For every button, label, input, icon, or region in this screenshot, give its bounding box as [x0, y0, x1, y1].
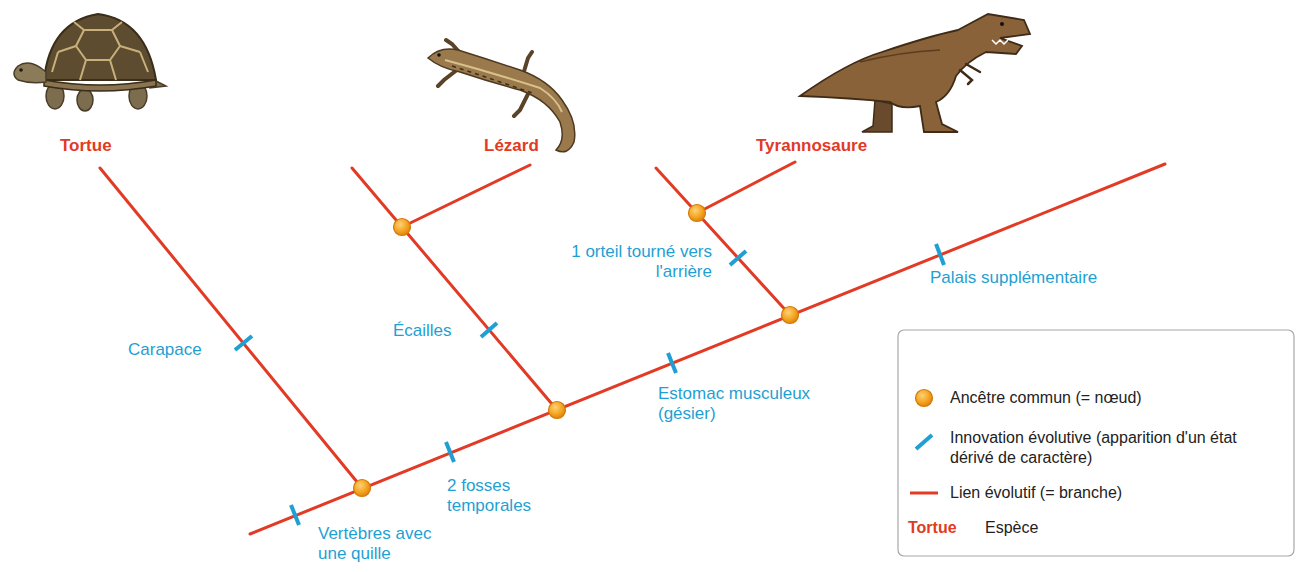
- innovation-tick: [481, 323, 497, 337]
- species-name: Tyrannosaure: [756, 136, 867, 156]
- legend-sample-text: Tortue: [908, 518, 957, 538]
- tyrannosaur-illustration: [800, 14, 1030, 132]
- trait-label: 2 fosses temporales: [447, 476, 559, 516]
- trait-label: Vertèbres avec une quille: [318, 524, 446, 564]
- legend-branch-sample: [910, 492, 938, 495]
- ancestor-node: [549, 402, 566, 419]
- trait-label: 1 orteil tourné vers l'arrière: [557, 242, 712, 282]
- legend-frame: [898, 330, 1294, 556]
- innovation-ticks: [235, 244, 944, 525]
- innovation-tick: [668, 353, 676, 373]
- trait-label: Écailles: [393, 321, 452, 341]
- tortoise-branch: [100, 168, 362, 488]
- innovation-tick: [936, 244, 944, 265]
- lizard-illustration: [428, 40, 575, 152]
- trait-label: Carapace: [128, 340, 202, 360]
- species-name: Lézard: [484, 136, 539, 156]
- trait-label: Palais supplémentaire: [930, 268, 1097, 288]
- innovation-tick: [291, 505, 299, 525]
- legend-box: [898, 330, 1294, 556]
- legend-tick-sample: [916, 435, 932, 449]
- legend-text: Innovation évolutive (apparition d'un ét…: [950, 428, 1280, 468]
- ancestor-node: [782, 307, 799, 324]
- legend-node-sample: [916, 390, 933, 407]
- legend-text: Espèce: [985, 518, 1038, 538]
- ancestor-node: [689, 205, 706, 222]
- ancestor-node: [354, 480, 371, 497]
- squamate-branch: [352, 168, 557, 410]
- innovation-tick: [730, 251, 746, 265]
- species-name: Tortue: [60, 136, 112, 156]
- lizard-branch: [402, 165, 530, 227]
- trait-label: Estomac musculeux (gésier): [658, 384, 833, 424]
- tyrannosaur-branch: [697, 162, 795, 213]
- legend-text: Lien évolutif (= branche): [950, 483, 1122, 503]
- tortoise-illustration: [14, 14, 166, 111]
- legend-text: Ancêtre commun (= nœud): [950, 388, 1142, 408]
- ancestor-nodes: [354, 205, 799, 497]
- innovation-tick: [235, 336, 252, 350]
- ancestor-node: [394, 219, 411, 236]
- innovation-tick: [446, 442, 454, 462]
- archosaur-branch: [656, 168, 790, 315]
